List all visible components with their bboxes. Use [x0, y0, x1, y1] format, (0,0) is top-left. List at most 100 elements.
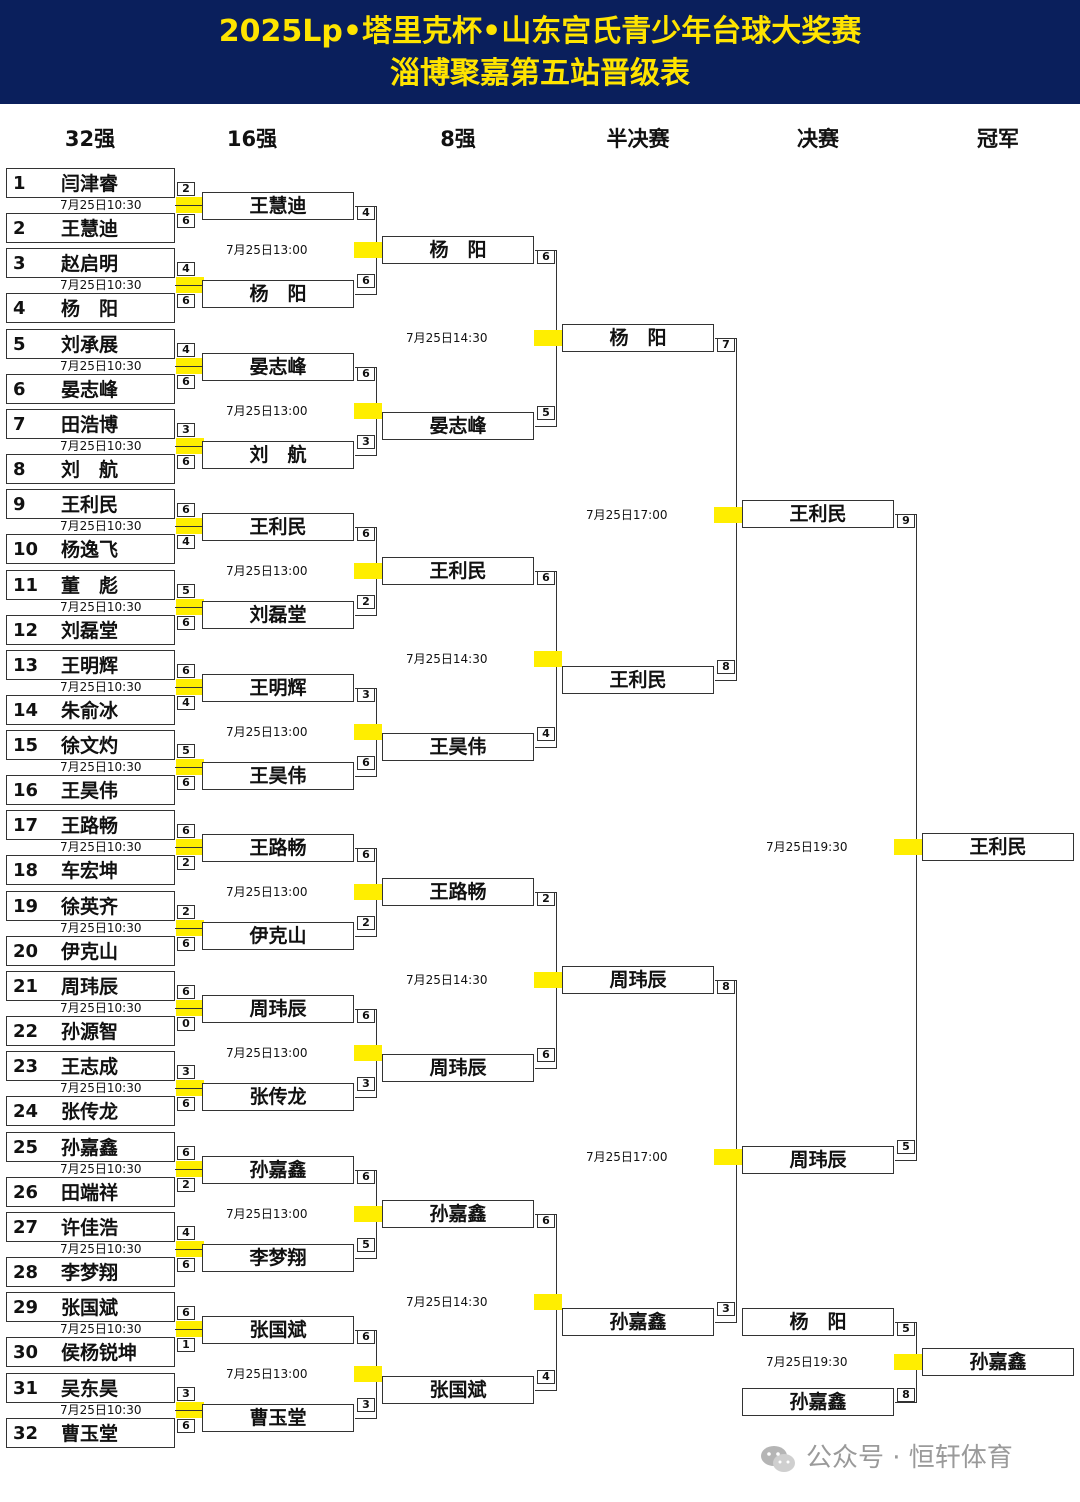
score-box: 5 [897, 1322, 915, 1336]
player-name: 田端祥 [61, 1181, 119, 1204]
seed-number: 9 [13, 494, 26, 516]
match-time: 7月25日10:30 [60, 920, 142, 935]
player-name: 周玮辰 [249, 998, 307, 1020]
player-name: 刘磊堂 [61, 619, 119, 642]
player-box: 周玮辰 [202, 995, 354, 1023]
seed-number: 12 [13, 619, 39, 641]
score-box: 6 [177, 1145, 195, 1160]
round-header-16: 16强 [226, 127, 278, 151]
match-time: 7月25日19:30 [766, 1355, 848, 1369]
score-box: 6 [177, 663, 195, 678]
connector-line [175, 767, 203, 769]
player-box: 王昊伟 [202, 761, 354, 790]
score-box: 8 [717, 660, 735, 674]
player-name: 王利民 [61, 494, 119, 517]
player-name: 李梦翔 [249, 1246, 307, 1269]
winner-highlight [354, 402, 382, 419]
seed-number: 6 [13, 378, 26, 400]
score-box: 3 [357, 1077, 375, 1091]
player-box: 王利民 [202, 513, 354, 542]
seed-number: 7 [13, 413, 26, 435]
connector-line [355, 1257, 377, 1259]
player-box: 王路畅 [382, 878, 534, 907]
score-box: 6 [177, 615, 195, 630]
player-box: 周玮辰 [562, 966, 714, 994]
player-box: 12 刘磊堂 [6, 614, 175, 645]
seed-number: 27 [13, 1216, 39, 1238]
player-name: 李梦翔 [61, 1261, 119, 1284]
connector-line [355, 1097, 377, 1098]
winner-highlight [354, 563, 382, 580]
player-name: 王志成 [61, 1056, 119, 1079]
match-time: 7月25日10:30 [60, 278, 142, 293]
player-name: 晏志峰 [61, 378, 119, 401]
player-box: 晏志峰 [382, 412, 534, 440]
player-box: 孙嘉鑫 [742, 1388, 894, 1416]
seed-number: 24 [13, 1101, 39, 1123]
player-name: 吴东昊 [61, 1377, 119, 1400]
score-box: 6 [177, 294, 195, 309]
score-box: 6 [177, 1306, 195, 1321]
seed-number: 14 [13, 699, 39, 721]
score-box: 9 [897, 514, 915, 528]
match-time: 7月25日10:30 [60, 1001, 142, 1015]
player-name: 张传龙 [61, 1101, 119, 1124]
player-box: 刘磊堂 [202, 601, 354, 630]
player-box: 刘 航 [202, 440, 354, 469]
player-name: 王路畅 [429, 881, 487, 904]
player-box: 26 田端祥 [6, 1176, 175, 1207]
seed-number: 31 [13, 1377, 39, 1399]
score-box: 8 [897, 1388, 915, 1402]
connector-line [895, 1322, 917, 1323]
player-name: 周玮辰 [789, 1149, 847, 1171]
seed-number: 22 [13, 1021, 39, 1042]
round-header-final: 决赛 [797, 127, 839, 151]
connector-line [895, 1160, 917, 1161]
player-name: 晏志峰 [429, 415, 487, 437]
player-name: 赵启明 [61, 253, 119, 276]
player-name: 曹玉堂 [61, 1422, 119, 1445]
score-box: 3 [717, 1302, 735, 1316]
score-box: 1 [177, 1338, 195, 1353]
score-box: 5 [537, 406, 555, 420]
player-box: 6 晏志峰 [6, 373, 175, 404]
match-time: 7月25日10:30 [60, 1081, 142, 1096]
seed-number: 23 [13, 1056, 39, 1078]
connector-line [535, 1213, 557, 1215]
player-box: 孙嘉鑫 [202, 1155, 354, 1184]
connector-line [355, 687, 377, 689]
connector-line [535, 1389, 557, 1391]
score-box: 6 [357, 274, 375, 288]
match-time: 7月25日17:00 [586, 508, 668, 522]
winner-highlight [534, 651, 562, 668]
connector-line [175, 686, 203, 688]
player-box: 杨 阳 [382, 236, 534, 264]
match-time: 7月25日14:30 [406, 973, 488, 988]
winner-highlight [534, 972, 562, 989]
seed-number: 21 [13, 976, 39, 997]
player-box: 24 张传龙 [6, 1096, 175, 1127]
player-name: 曹玉堂 [249, 1407, 307, 1430]
player-box: 杨 阳 [562, 324, 714, 352]
connector-line [175, 606, 203, 608]
player-name: 王明辉 [61, 654, 119, 677]
player-box: 张国斌 [202, 1316, 354, 1345]
score-box: 6 [357, 1009, 375, 1023]
connector-line [715, 680, 737, 681]
player-name: 孙嘉鑫 [429, 1202, 487, 1225]
player-name: 侯杨锐坤 [61, 1342, 138, 1365]
player-box: 张传龙 [202, 1083, 354, 1111]
player-name: 王路畅 [61, 815, 119, 838]
seed-number: 26 [13, 1181, 39, 1203]
score-box: 2 [177, 904, 195, 919]
player-name: 徐文灼 [61, 735, 119, 758]
score-box: 6 [357, 755, 375, 770]
player-box: 张国斌 [382, 1375, 534, 1404]
player-name: 王昊伟 [249, 764, 307, 787]
